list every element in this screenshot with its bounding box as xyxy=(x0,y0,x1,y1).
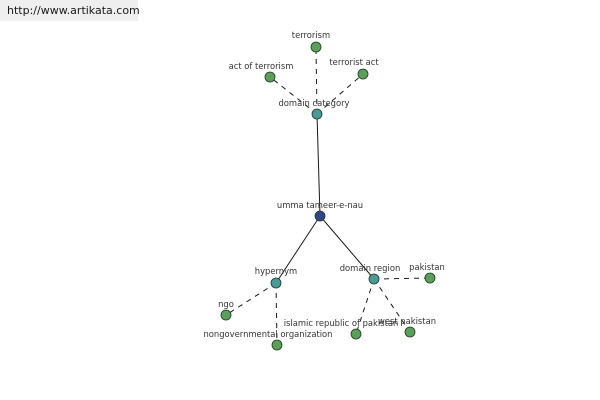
label-act-of-terrorism[interactable]: act of terrorism xyxy=(229,61,294,71)
site-url[interactable]: http://www.artikata.com xyxy=(7,4,140,17)
node-west-pakistan[interactable] xyxy=(404,326,416,338)
node-pakistan[interactable] xyxy=(424,272,436,284)
edge-domain-category-to-act-of-terrorism xyxy=(269,76,318,115)
label-pakistan[interactable]: pakistan xyxy=(409,262,445,272)
edge-domain-category-to-terrorism xyxy=(315,46,318,115)
edge-center-to-hypernym xyxy=(275,215,321,284)
label-hypernym[interactable]: hypernym xyxy=(255,266,297,276)
edge-domain-region-to-west-pakistan xyxy=(373,278,411,333)
label-ngo[interactable]: ngo xyxy=(218,299,234,309)
edge-domain-category-to-terrorist-act xyxy=(316,73,364,115)
graph-nodes xyxy=(220,41,436,351)
label-islamic-republic-of-pakistan[interactable]: islamic republic of pakistan xyxy=(284,318,399,328)
node-center[interactable] xyxy=(314,210,326,222)
edge-center-to-domain-region xyxy=(319,215,375,280)
node-terrorist-act[interactable] xyxy=(357,68,369,80)
graph-labels: umma tameer-e-nau domain category hypernym… xyxy=(204,30,445,339)
node-ngo[interactable] xyxy=(220,309,232,321)
edge-center-to-domain-category xyxy=(316,113,321,217)
label-terrorism[interactable]: terrorism xyxy=(292,30,330,40)
label-domain-region[interactable]: domain region xyxy=(340,263,401,273)
edge-hypernym-to-nongovernmental-organization xyxy=(275,282,278,346)
label-west-pakistan[interactable]: west pakistan xyxy=(378,316,436,326)
label-terrorist-act[interactable]: terrorist act xyxy=(329,57,379,67)
url-bar: http://www.artikata.com xyxy=(0,0,140,21)
label-center[interactable]: umma tameer-e-nau xyxy=(277,200,363,210)
node-nongovernmental-organization[interactable] xyxy=(271,339,283,351)
node-islamic-republic-of-pakistan[interactable] xyxy=(350,328,362,340)
node-terrorism[interactable] xyxy=(310,41,322,53)
label-nongovernmental-organization[interactable]: nongovernmental organization xyxy=(204,329,333,339)
node-act-of-terrorism[interactable] xyxy=(264,71,276,83)
node-domain-category[interactable] xyxy=(311,108,323,120)
node-domain-region[interactable] xyxy=(368,273,380,285)
edge-domain-region-to-pakistan xyxy=(373,277,431,280)
graph-edges xyxy=(225,46,431,346)
node-hypernym[interactable] xyxy=(270,277,282,289)
label-domain-category[interactable]: domain category xyxy=(278,98,349,108)
